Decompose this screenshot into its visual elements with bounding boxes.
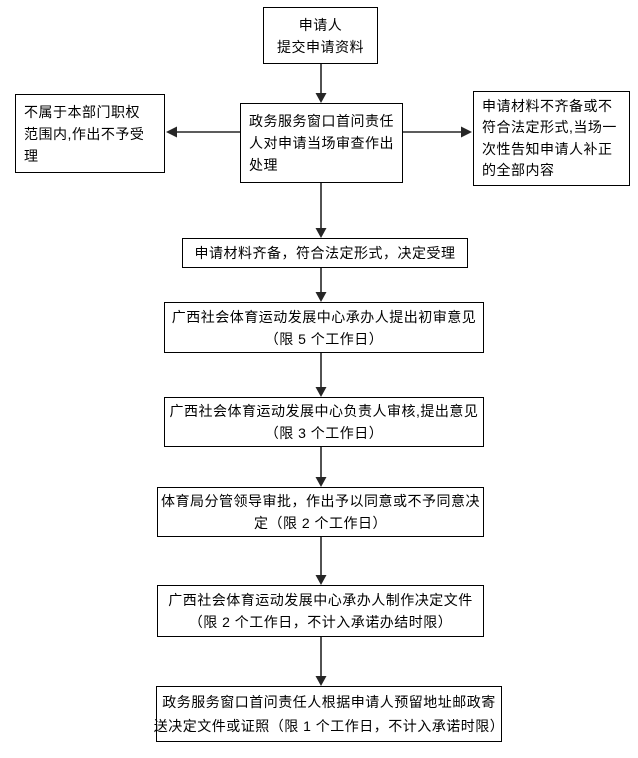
arrowhead-window-to-not-accepted — [166, 126, 177, 138]
node-applicant: 申请人 提交申请资料 — [263, 7, 378, 64]
node-text-line: （限 5 个工作日） — [264, 330, 384, 347]
node-text-line: 定（限 2 个工作日） — [253, 515, 388, 531]
node-text-line: 体育局分管领导审批，作出予以同意或不予同意决 — [161, 493, 480, 509]
node-text-line: 次性告知申请人补正 — [482, 140, 613, 157]
node-accepted: 申请材料齐备，符合法定形式，决定受理 — [182, 238, 468, 268]
node-text-line: 理 — [24, 147, 39, 164]
node-window-review: 政务服务窗口首问责任 人对申请当场审查作出 处理 — [240, 103, 403, 183]
arrowhead-accepted-to-initial — [315, 292, 327, 302]
arrowhead-applicant-to-window — [315, 93, 327, 103]
node-text-line: 政务服务窗口首问责任 — [249, 113, 394, 129]
node-leader-approval: 体育局分管领导审批，作出予以同意或不予同意决 定（限 2 个工作日） — [157, 487, 484, 537]
node-text-line: 政务服务窗口首问责任人根据申请人预留地址邮政寄 — [162, 694, 496, 710]
arrowhead-initial-to-head — [315, 387, 327, 397]
arrowhead-leader-to-decision — [315, 575, 327, 585]
node-text-line: 申请材料齐备，符合法定形式，决定受理 — [194, 245, 456, 261]
node-text-line: 广西社会体育运动发展中心承办人制作决定文件 — [168, 592, 473, 608]
node-text-line: 的全部内容 — [482, 162, 555, 178]
node-text-line: 广西社会体育运动发展中心负责人审核,提出意见 — [169, 403, 479, 419]
node-head-review: 广西社会体育运动发展中心负责人审核,提出意见 （限 3 个工作日） — [164, 397, 484, 447]
arrowhead-window-to-accepted — [315, 228, 327, 238]
node-text-line: 范围内,作出不予受 — [24, 125, 145, 142]
node-decision-document: 广西社会体育运动发展中心承办人制作决定文件 （限 2 个工作日，不计入承诺办结时… — [157, 585, 484, 637]
node-text-line: 人对申请当场审查作出 — [249, 135, 394, 151]
node-not-accepted: 不属于本部门职权 范围内,作出不予受 理 — [15, 94, 165, 173]
node-initial-opinion: 广西社会体育运动发展中心承办人提出初审意见 （限 5 个工作日） — [164, 302, 484, 353]
node-text-line: （限 3 个工作日） — [264, 425, 384, 441]
node-text-line: 符合法定形式,当场一 — [482, 119, 617, 135]
arrowhead-decision-to-mail — [315, 676, 327, 686]
node-text-line: 申请人 — [298, 16, 343, 33]
node-supplement-notice: 申请材料不齐备或不 符合法定形式,当场一 次性告知申请人补正 的全部内容 — [473, 91, 630, 186]
node-text-line: 提交申请资料 — [277, 38, 364, 55]
arrowhead-head-to-leader — [315, 477, 327, 487]
node-text-line: （限 2 个工作日，不计入承诺办结时限） — [188, 614, 453, 630]
node-mail-delivery: 政务服务窗口首问责任人根据申请人预留地址邮政寄 送决定文件或证照（限 1 个工作… — [153, 686, 505, 742]
node-text-line: 送决定文件或证照（限 1 个工作日，不计入承诺时限） — [153, 718, 505, 734]
node-text-line: 广西社会体育运动发展中心承办人提出初审意见 — [171, 308, 477, 325]
arrowhead-window-to-supplement — [461, 126, 472, 138]
node-text-line: 申请材料不齐备或不 — [482, 97, 613, 114]
node-text-line: 处理 — [249, 157, 278, 173]
node-text-line: 不属于本部门职权 — [24, 103, 140, 120]
